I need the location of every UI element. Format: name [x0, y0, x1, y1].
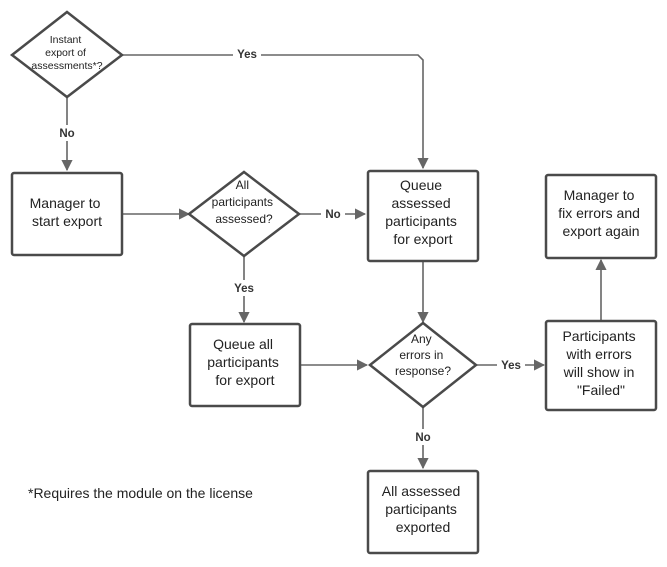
label-participants-failed: Participants with errors will show in "F…: [562, 328, 639, 398]
edge-label-instant-yes: Yes: [237, 49, 257, 61]
label-any-errors: Any errors in response?: [395, 332, 451, 378]
decision-any-errors: [367, 321, 479, 409]
process-queue-assessed: [366, 169, 480, 263]
process-manager-fix: [544, 173, 658, 260]
decision-instant-export: [9, 10, 125, 99]
label-manager-start-export: Manager to start export: [30, 195, 105, 229]
edge-label-errors-yes: Yes: [501, 360, 521, 372]
label-all-assessed: All participants assessed?: [212, 178, 277, 226]
process-queue-all: [188, 322, 302, 408]
footnote: *Requires the module on the license: [28, 485, 253, 501]
process-participants-failed: [544, 319, 658, 412]
process-manager-start-export: [10, 171, 124, 257]
label-manager-fix: Manager to fix errors and export again: [558, 187, 644, 239]
label-queue-assessed: Queue assessed participants for export: [385, 177, 460, 247]
process-all-exported: [366, 469, 480, 555]
edge-label-assessed-yes: Yes: [234, 283, 254, 295]
edge-label-assessed-no: No: [325, 209, 340, 221]
decision-all-assessed: [186, 170, 302, 258]
label-instant-export: Instant export of assessments*?: [31, 34, 102, 72]
label-all-exported: All assessed participants exported: [382, 483, 464, 535]
label-queue-all: Queue all participants for export: [207, 336, 282, 388]
edge-label-instant-no: No: [59, 128, 74, 140]
edge-instant-to-queue-assessed: [122, 54, 429, 170]
edge-label-errors-no: No: [415, 432, 430, 444]
